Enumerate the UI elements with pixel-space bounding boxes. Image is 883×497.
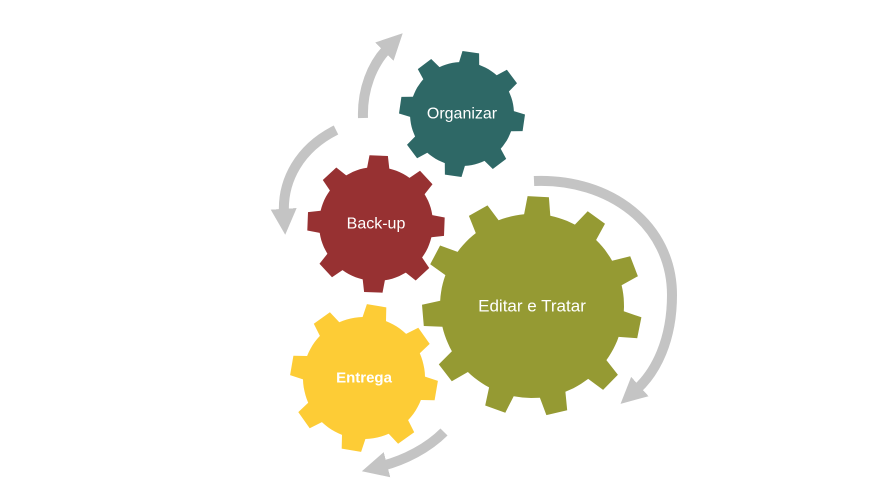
gear-entrega: Entrega xyxy=(290,304,438,452)
arrow-backup-to-organizar xyxy=(357,33,403,119)
gear-organizar-shape xyxy=(399,51,525,177)
gear-entrega-label: Entrega xyxy=(336,370,393,387)
arrow-editar-to-entrega xyxy=(361,428,448,478)
arrow-to-editar xyxy=(533,175,678,404)
gear-editar-shape xyxy=(422,196,642,416)
gear-organizar-label: Organizar xyxy=(427,106,498,123)
gear-editar-label: Editar e Tratar xyxy=(478,297,586,316)
gear-backup-label: Back-up xyxy=(347,216,406,233)
gear-editar: Editar e Tratar xyxy=(422,196,642,416)
gear-backup-shape xyxy=(307,155,445,293)
cycle-arrows xyxy=(270,33,678,478)
arrow-organizar-to-backup xyxy=(270,125,339,235)
gear-organizar: Organizar xyxy=(399,51,525,177)
gear-entrega-shape xyxy=(290,304,438,452)
gear-backup: Back-up xyxy=(307,155,445,293)
